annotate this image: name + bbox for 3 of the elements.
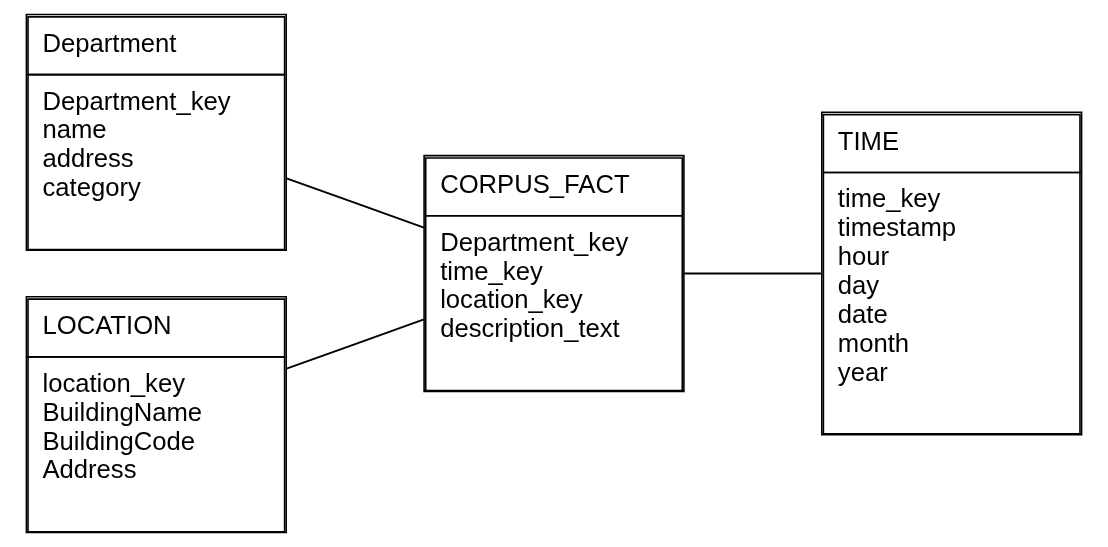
connector xyxy=(683,272,823,275)
connector xyxy=(285,177,425,229)
connector xyxy=(285,318,425,370)
